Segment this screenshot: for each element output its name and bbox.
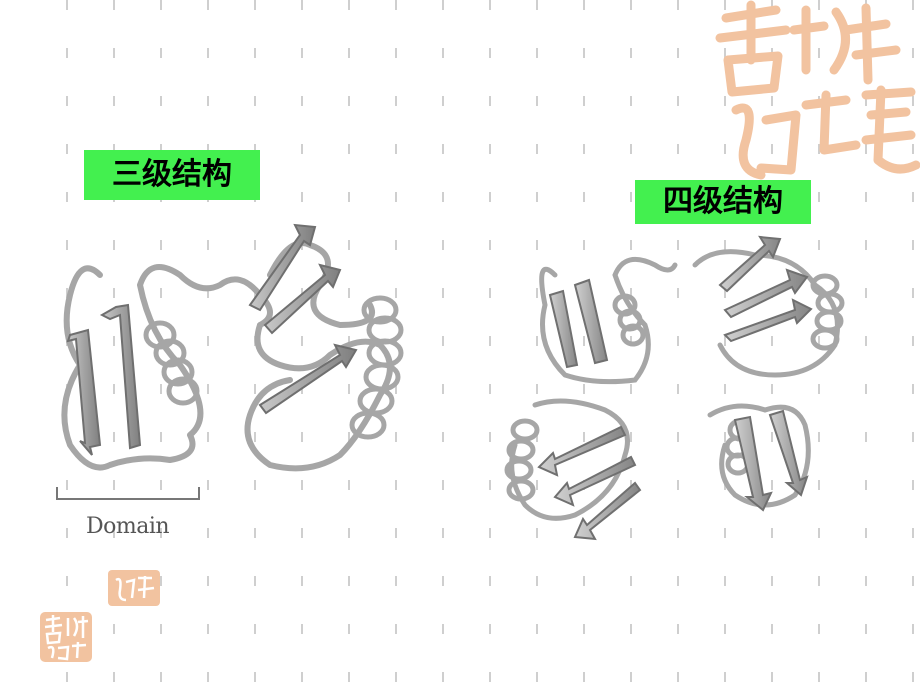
quaternary-structure-label: 四级结构 xyxy=(635,180,811,224)
beta-arrow xyxy=(66,328,102,456)
beta-arrow xyxy=(553,455,637,507)
beta-arrow xyxy=(548,289,579,369)
beta-arrow xyxy=(573,278,609,365)
tertiary-structure-diagram xyxy=(61,223,404,472)
auspicious-seal-small-bottom xyxy=(40,612,92,662)
beta-arrow xyxy=(723,268,809,319)
beta-arrow xyxy=(723,298,813,343)
beta-arrow xyxy=(573,481,642,541)
domain-label: Domain xyxy=(86,514,170,539)
subunit-top-right xyxy=(692,249,845,378)
alpha-helix-left xyxy=(143,320,200,406)
beta-arrow xyxy=(248,223,317,312)
auspicious-seal-small-top xyxy=(108,570,160,606)
beta-arrow xyxy=(733,415,773,512)
beta-arrow xyxy=(263,263,342,335)
domain-bracket xyxy=(56,487,200,500)
beta-arrow xyxy=(99,303,142,450)
beta-arrow xyxy=(768,409,809,497)
quaternary-structure-diagram xyxy=(504,235,845,541)
beta-strand-arrows xyxy=(66,223,358,456)
subunit-top-left xyxy=(539,256,678,385)
subunit-bottom-left xyxy=(504,398,630,521)
beta-arrow xyxy=(718,235,782,293)
beta-arrow xyxy=(537,425,627,477)
tertiary-structure-label: 三级结构 xyxy=(84,150,260,200)
auspicious-seal-logo xyxy=(715,0,920,180)
quaternary-beta-arrows xyxy=(537,235,813,541)
alpha-helix-right xyxy=(349,295,404,440)
beta-arrow xyxy=(258,343,358,415)
